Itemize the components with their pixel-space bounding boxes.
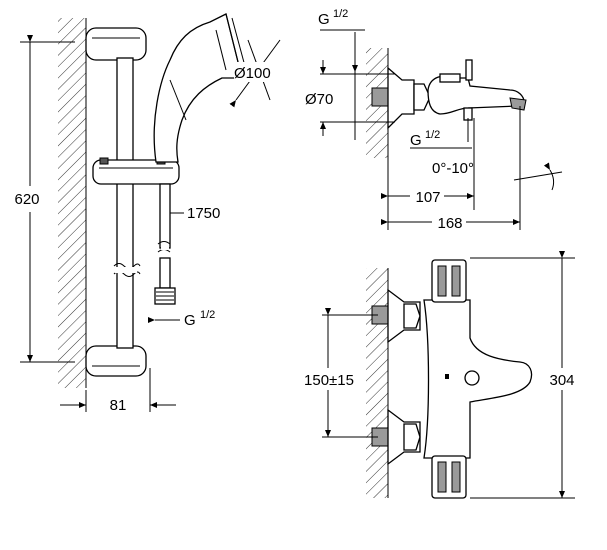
rail-height-dim: 620 xyxy=(14,191,39,208)
spout-depth-168-dim: 168 xyxy=(437,215,462,232)
wall-hatch-bottom xyxy=(366,268,388,498)
wall-hatch-left xyxy=(58,18,86,388)
spout-depth-107-dim: 107 xyxy=(415,189,440,206)
rail-bracket-top xyxy=(85,27,147,61)
mixer-escutcheon-dim: Ø70 xyxy=(305,91,333,108)
mixer-top-frac: 1/2 xyxy=(333,8,348,20)
slider xyxy=(92,159,180,185)
flow-handle xyxy=(431,455,467,499)
mixer-front-view: 150±15 304 xyxy=(296,251,582,499)
temp-handle xyxy=(431,259,467,303)
spout-angle-dim: 0°-10° xyxy=(432,160,474,177)
hand-shower xyxy=(153,13,243,163)
rail-bracket-bottom xyxy=(85,345,147,377)
s-union xyxy=(371,87,389,107)
diverter-knob xyxy=(465,59,473,81)
hose-thread-frac: 1/2 xyxy=(200,309,215,321)
hose-thread-g: G xyxy=(184,312,196,329)
centers-dim: 150±15 xyxy=(304,372,354,389)
shower-rail-view: 620 Ø100 1750 G 1/2 81 xyxy=(8,13,284,414)
mixer-bottom-g: G xyxy=(410,132,422,149)
rail-bar xyxy=(116,57,134,349)
hose xyxy=(159,183,171,249)
mixer-side-view: G 1/2 Ø70 G 1/2 0°-10° 107 168 xyxy=(304,8,563,232)
diverter-button xyxy=(464,370,480,386)
body-height-dim: 304 xyxy=(549,372,574,389)
mixer-top-g: G xyxy=(318,11,330,28)
rail-depth-dim: 81 xyxy=(110,397,127,414)
mixer-bottom-frac: 1/2 xyxy=(425,129,440,141)
escutcheon xyxy=(387,66,415,130)
hose-length-dim: 1750 xyxy=(187,205,220,222)
hand-shower-dia-dim: Ø100 xyxy=(234,65,271,82)
